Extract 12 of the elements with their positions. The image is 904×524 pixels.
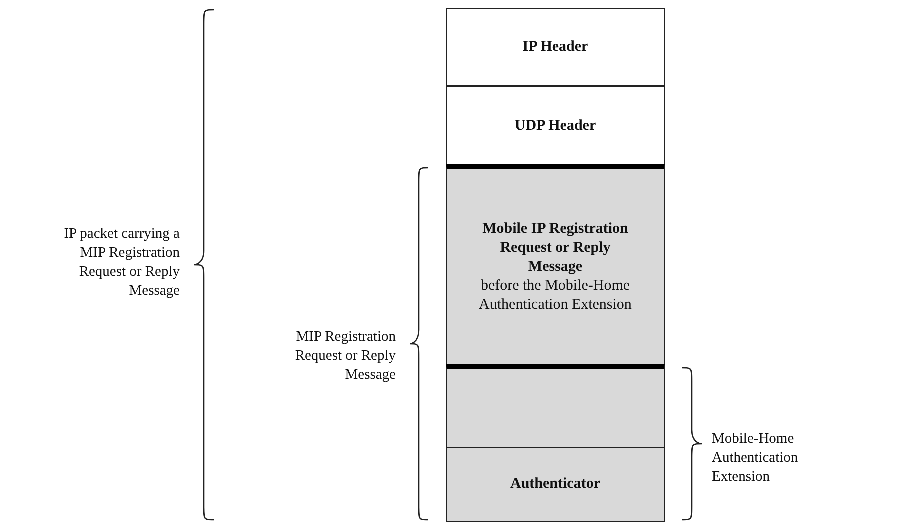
authenticator-field [446,447,665,522]
brace-label: Mobile-Home Authentication Extension [712,430,800,487]
field-title: UDP Header [514,116,596,136]
extension-field [446,364,665,448]
field-description: before the Mobile-Home Authentication Extension [478,276,633,314]
field-title: Authenticator [510,475,600,494]
brace-label: IP packet carrying a MIP Registration Request or Reply Message [63,225,180,301]
field-title: IP Header [522,38,588,56]
header-field [446,86,665,166]
header-field [446,8,665,86]
message-field [446,164,665,366]
brace-label: MIP Registration Request or Reply Message [294,328,396,385]
